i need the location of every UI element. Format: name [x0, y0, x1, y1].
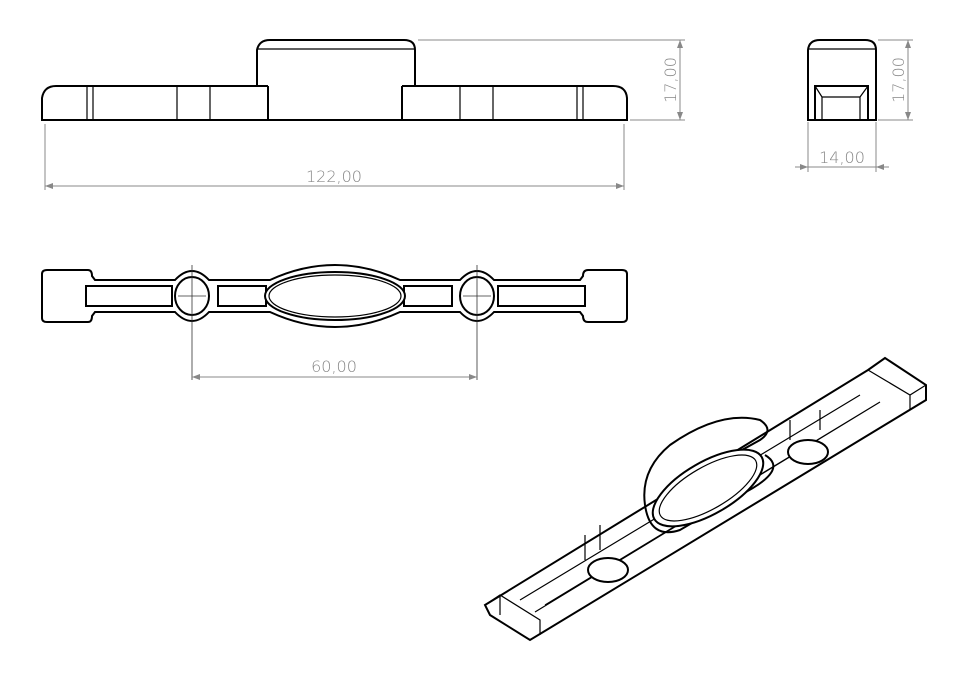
side-view: 17,00 14,00	[795, 39, 913, 172]
front-view: 122,00 17,00	[41, 39, 685, 190]
height-dimension: 17,00	[418, 39, 685, 121]
height-dim-label: 17,00	[661, 57, 680, 103]
length-dimension: 122,00	[44, 124, 625, 190]
top-view: 60,00	[41, 264, 628, 380]
width-dim-label: 14,00	[819, 148, 865, 167]
hole-spacing-dimension: 60,00	[192, 357, 477, 380]
hole-spacing-dim-label: 60,00	[311, 357, 357, 376]
width-dimension: 14,00	[795, 122, 889, 172]
side-height-dim-label: 17,00	[889, 57, 908, 103]
isometric-view	[483, 356, 927, 642]
side-height-dimension: 17,00	[878, 39, 913, 121]
length-dim-label: 122,00	[306, 167, 362, 186]
